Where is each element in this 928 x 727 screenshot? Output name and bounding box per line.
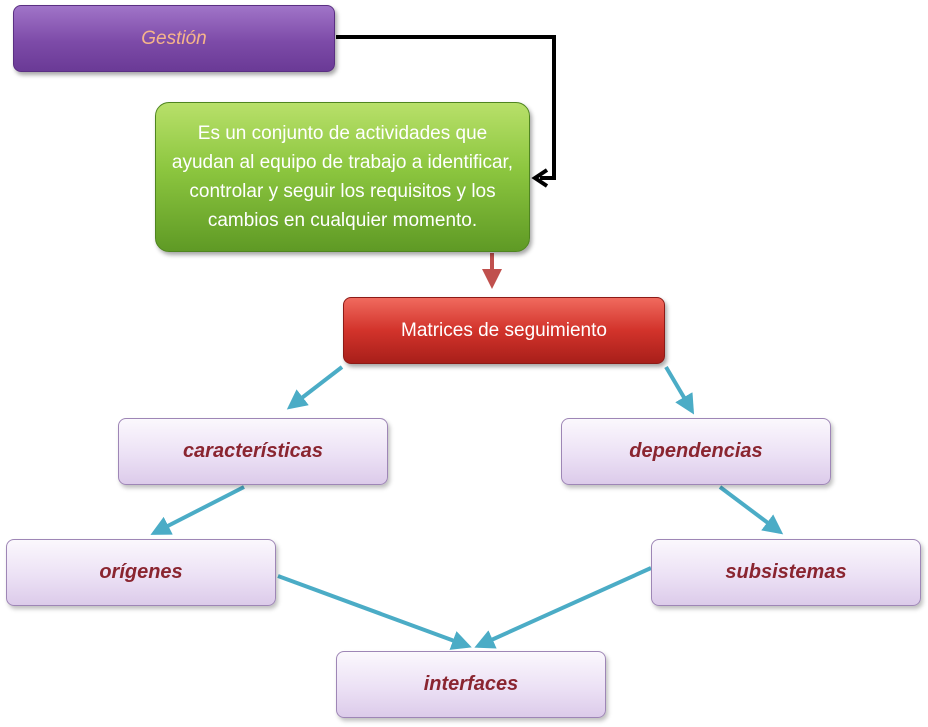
dependencias-box: dependencias — [561, 418, 831, 485]
definition-text: Es un conjunto de actividades que ayudan… — [171, 123, 514, 231]
arrow-dependencias-to-subsistemas — [718, 485, 784, 535]
subsistemas-box: subsistemas — [651, 539, 921, 606]
arrow-gestion-to-definition — [336, 35, 556, 180]
dependencias-label: dependencias — [629, 440, 763, 462]
arrow-main-to-caracteristicas — [286, 365, 344, 410]
gestion-box: Gestión — [13, 5, 335, 72]
matrices-box: Matrices de seguimiento — [343, 297, 665, 364]
origenes-label: orígenes — [99, 561, 183, 583]
interfaces-box: interfaces — [336, 651, 606, 718]
gestion-label: Gestión — [141, 27, 207, 49]
arrow-origenes-to-interfaces — [277, 574, 472, 650]
arrow-subsistemas-to-interfaces — [474, 566, 652, 649]
origenes-box: orígenes — [6, 539, 276, 606]
caracteristicas-label: características — [182, 440, 324, 462]
caracteristicas-box: características — [118, 418, 388, 485]
matrices-label: Matrices de seguimiento — [401, 319, 607, 341]
arrow-caracteristicas-to-origenes — [150, 485, 245, 535]
interfaces-label: interfaces — [423, 673, 519, 695]
arrow-gestion-to-definition-head — [531, 168, 549, 188]
arrow-main-to-dependencias — [664, 365, 695, 415]
definition-box: Es un conjunto de actividades que ayudan… — [155, 102, 530, 252]
subsistemas-label: subsistemas — [725, 561, 847, 583]
